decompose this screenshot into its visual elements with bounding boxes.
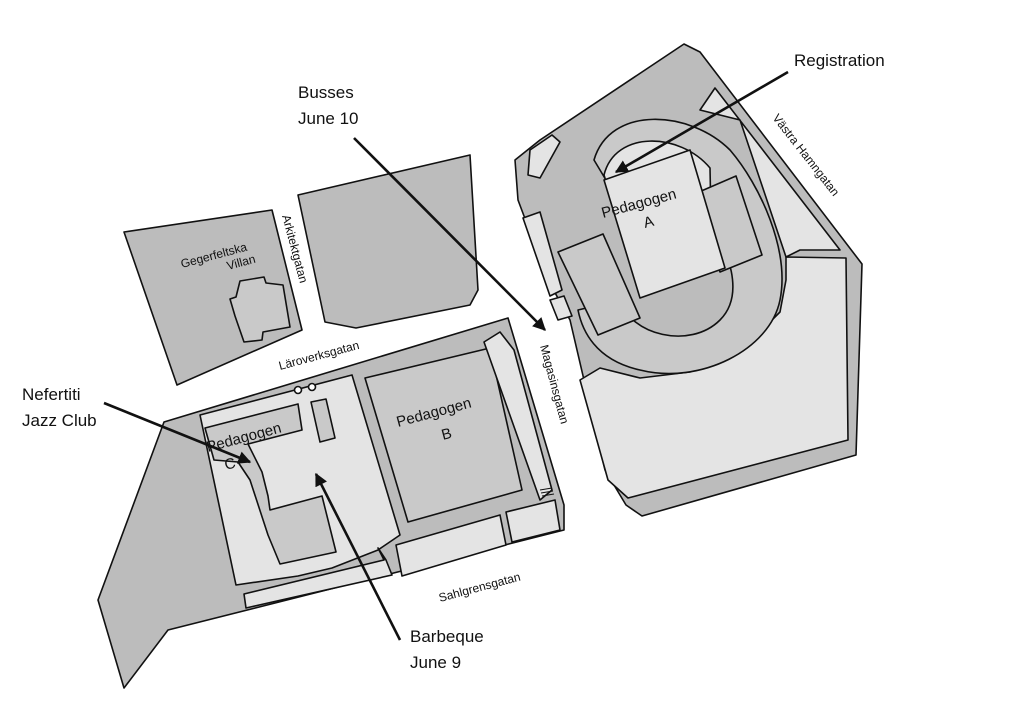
callout-nefertiti-2: Jazz Club bbox=[22, 411, 97, 430]
pedagogen-a-wing-west bbox=[557, 233, 641, 336]
east-courtyard-west bbox=[522, 211, 563, 297]
street-magasinsgatan: Magasinsgatan bbox=[537, 343, 572, 425]
label-pedagogen-c-2: C bbox=[223, 455, 238, 474]
pedagogen-c-building bbox=[204, 403, 337, 565]
east-lot-upper bbox=[527, 134, 561, 179]
east-strip bbox=[483, 331, 553, 501]
south-lot-1 bbox=[395, 514, 507, 577]
arrow-busses bbox=[353, 137, 546, 331]
east-courtyard-southeast bbox=[579, 256, 849, 499]
pedagogen-a-center bbox=[603, 149, 726, 299]
callout-registration: Registration bbox=[794, 51, 885, 70]
callout-barbeque-2: June 9 bbox=[410, 653, 461, 672]
label-pedagogen-b-2: B bbox=[440, 425, 454, 444]
callout-busses-1: Busses bbox=[298, 83, 354, 102]
east-block bbox=[514, 43, 863, 517]
street-sahlgrensgatan: Sahlgrensgatan bbox=[437, 570, 522, 605]
callout-busses-2: June 10 bbox=[298, 109, 359, 128]
arrow-nefertiti bbox=[103, 401, 252, 464]
callout-nefertiti-1: Nefertiti bbox=[22, 385, 81, 404]
north-block bbox=[297, 154, 479, 329]
arrow-barbeque bbox=[314, 472, 402, 641]
south-strip bbox=[243, 547, 393, 609]
label-pedagogen-a-2: A bbox=[642, 213, 656, 232]
east-lot-small bbox=[549, 295, 573, 321]
arrow-registration bbox=[614, 70, 789, 174]
south-lot-2 bbox=[505, 499, 561, 543]
pedagogen-b-building bbox=[364, 347, 523, 523]
gegerfeltska-villa-building bbox=[229, 276, 291, 343]
gegerfeltska-block bbox=[123, 209, 303, 386]
callout-barbeque-1: Barbeque bbox=[410, 627, 484, 646]
small-bar-building bbox=[310, 398, 336, 443]
